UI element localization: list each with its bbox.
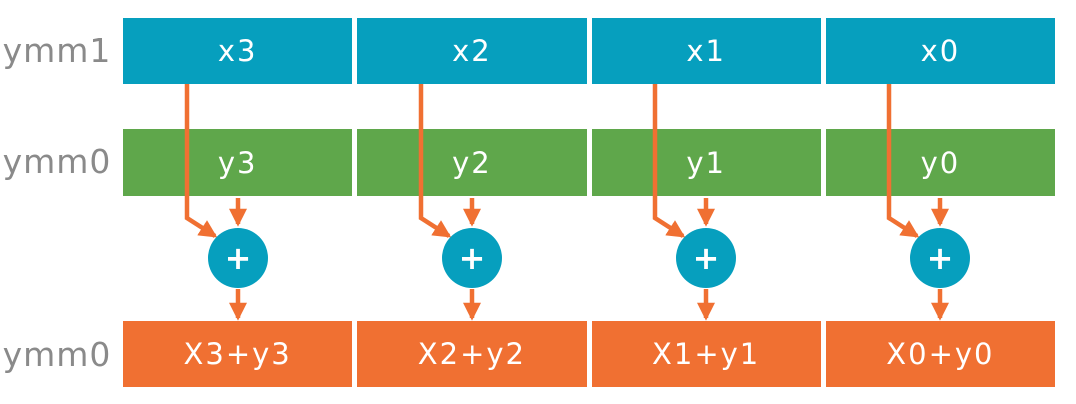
add-unit-2: + [418,84,502,321]
register-cell-result0: X0+y0 [825,321,1055,387]
plus-operator-circle [676,228,736,288]
register-row-x: x3 x2 x1 x0 [123,18,1055,84]
register-label-ymm0-source: ymm0 [2,142,112,181]
register-cell-result1: X1+y1 [591,321,821,387]
plus-icon: + [459,239,486,277]
register-cell-y2: y2 [357,129,587,196]
register-cell-result2: X2+y2 [357,321,587,387]
plus-icon: + [225,239,252,277]
add-unit-1: + [652,84,736,321]
register-row-result: X3+y3 X2+y2 X1+y1 X0+y0 [123,321,1055,387]
plus-operator-circle [910,228,970,288]
register-cell-result3: X3+y3 [123,321,353,387]
register-cell-y3: y3 [123,129,353,196]
register-label-ymm1: ymm1 [2,31,112,70]
plus-icon: + [927,239,954,277]
register-row-y: y3 y2 y1 y0 [123,129,1055,196]
register-cell-y1: y1 [591,129,821,196]
register-label-ymm0-result: ymm0 [2,335,112,374]
register-cell-x3: x3 [123,18,353,84]
register-cell-x1: x1 [591,18,821,84]
plus-icon: + [693,239,720,277]
add-unit-3: + [184,84,268,321]
plus-operator-circle [442,228,502,288]
register-cell-x0: x0 [825,18,1055,84]
add-unit-0: + [886,84,970,321]
register-cell-y0: y0 [825,129,1055,196]
register-cell-x2: x2 [357,18,587,84]
plus-operator-circle [208,228,268,288]
